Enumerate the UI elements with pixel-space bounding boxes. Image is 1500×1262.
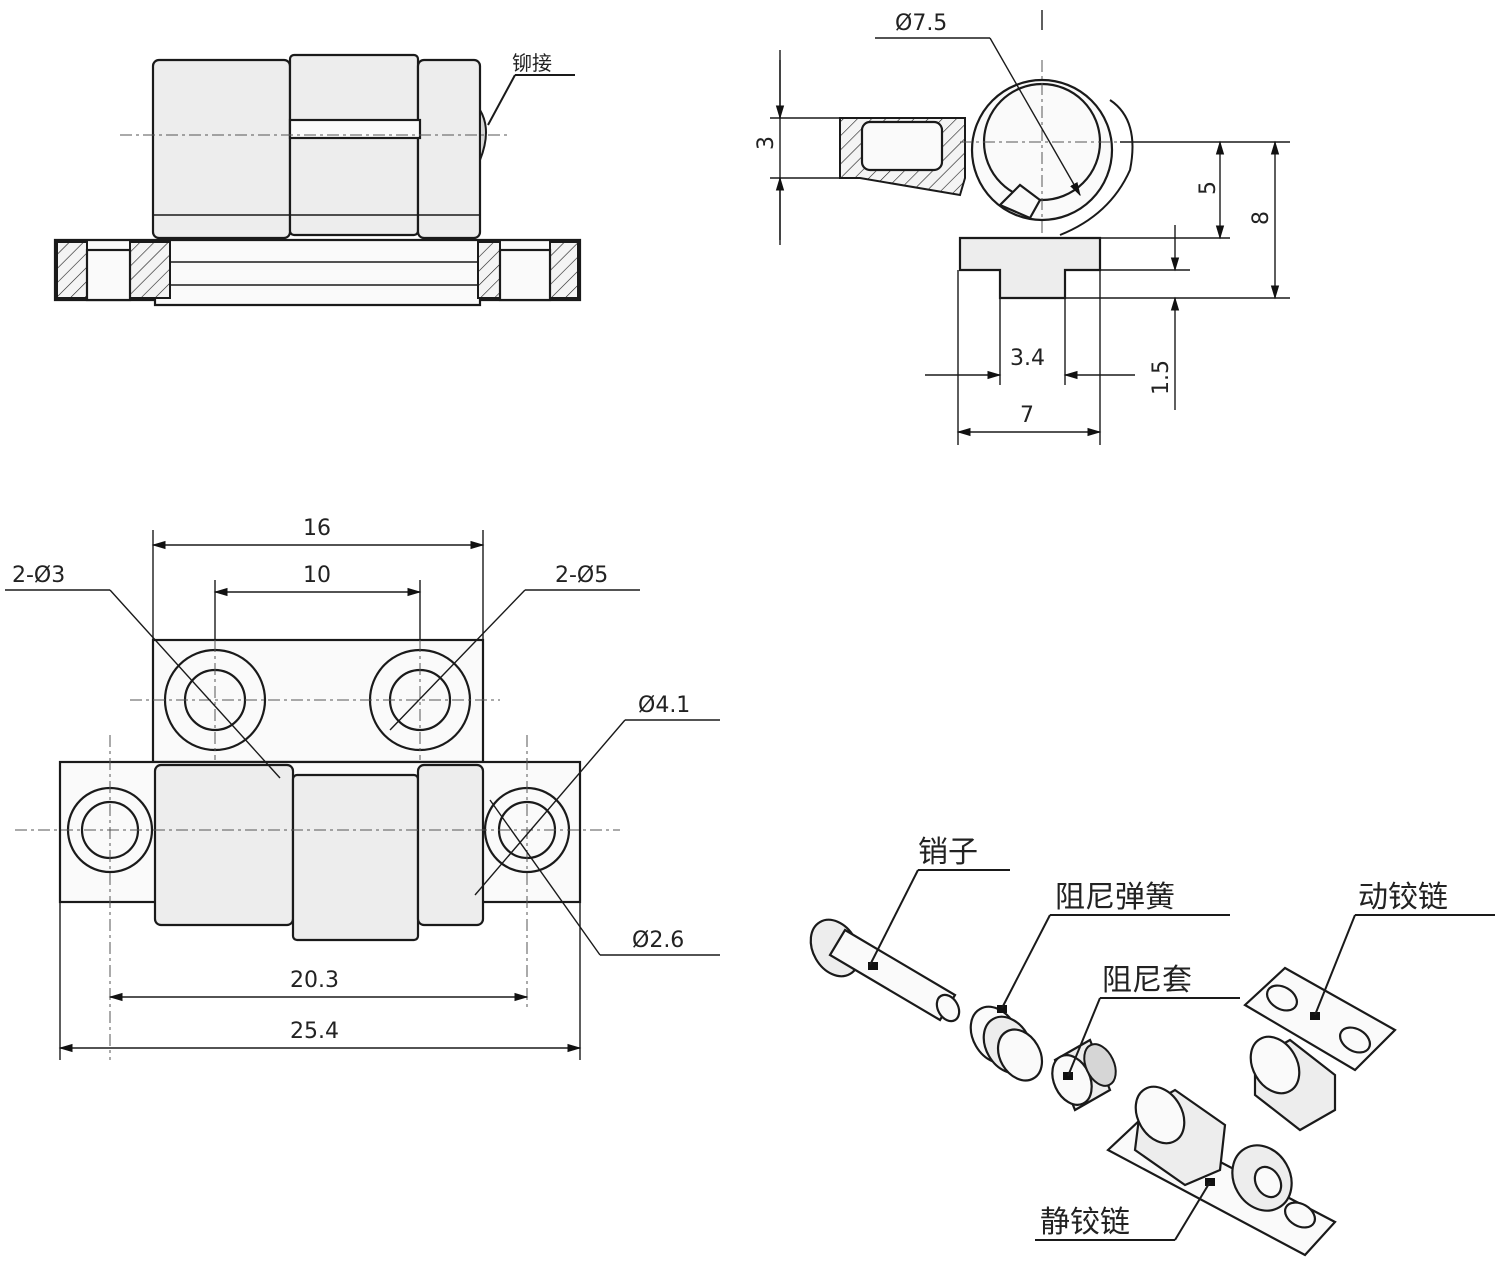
label-pin: 销子 [918, 835, 978, 870]
part-damping-sleeve [1051, 1038, 1117, 1112]
exploded-view: 销子 阻尼弹簧 动铰链 阻尼套 静铰链 [809, 835, 1495, 1257]
label-static-hinge: 静铰链 [1040, 1205, 1130, 1240]
dim-pin-offset: 3 [754, 136, 779, 150]
dim-upper-holes: 2-Ø3 [12, 563, 65, 588]
top-barrel-right [416, 763, 485, 927]
dim-lower-hole-pitch: 20.3 [290, 968, 339, 993]
weld-label: 铆接 [512, 51, 552, 75]
dim-total-width: 7 [1020, 403, 1034, 428]
front-knuckle-right [416, 58, 482, 240]
part-damping-spring [969, 1005, 1044, 1082]
label-damping-spring: 阻尼弹簧 [1055, 880, 1175, 915]
dim-right-outer: Ø4.1 [638, 693, 690, 718]
part-static-hinge [1106, 1085, 1337, 1257]
dim-total-height: 8 [1249, 211, 1274, 225]
front-knuckle-middle [288, 53, 420, 237]
dim-counterbore: 2-Ø5 [555, 563, 608, 588]
front-knuckle-left [151, 58, 292, 240]
top-barrel-middle [291, 773, 420, 942]
front-base-section-left2 [129, 241, 171, 299]
front-base-hole-right [498, 248, 552, 302]
dim-axis-height: 5 [1196, 181, 1221, 195]
dim-upper-hole-pitch: 10 [303, 563, 331, 588]
label-damping-sleeve: 阻尼套 [1102, 963, 1192, 998]
front-view: 铆接 [53, 51, 582, 307]
dim-pin-diameter: Ø7.5 [895, 11, 947, 36]
side-view: Ø7.5 3 5 8 3.4 1.5 7 [754, 10, 1290, 445]
front-base-section-right [477, 241, 501, 299]
top-view: 16 10 2-Ø3 2-Ø5 Ø4.1 Ø2.6 20.3 25.4 [5, 516, 720, 1060]
dim-right-inner: Ø2.6 [632, 928, 684, 953]
part-moving-hinge [1243, 966, 1397, 1132]
part-pin [809, 918, 961, 1023]
front-base-section-right2 [549, 241, 579, 299]
dim-base-thickness: 1.5 [1149, 360, 1174, 395]
dim-tab-width: 3.4 [1010, 346, 1045, 371]
top-barrel-left [153, 763, 295, 927]
front-base-section-left [56, 241, 88, 299]
label-moving-hinge: 动铰链 [1358, 880, 1448, 915]
dim-upper-span: 16 [303, 516, 331, 541]
dim-total-length: 25.4 [290, 1019, 339, 1044]
front-base-hole-left [85, 248, 132, 302]
side-base [958, 236, 1102, 300]
